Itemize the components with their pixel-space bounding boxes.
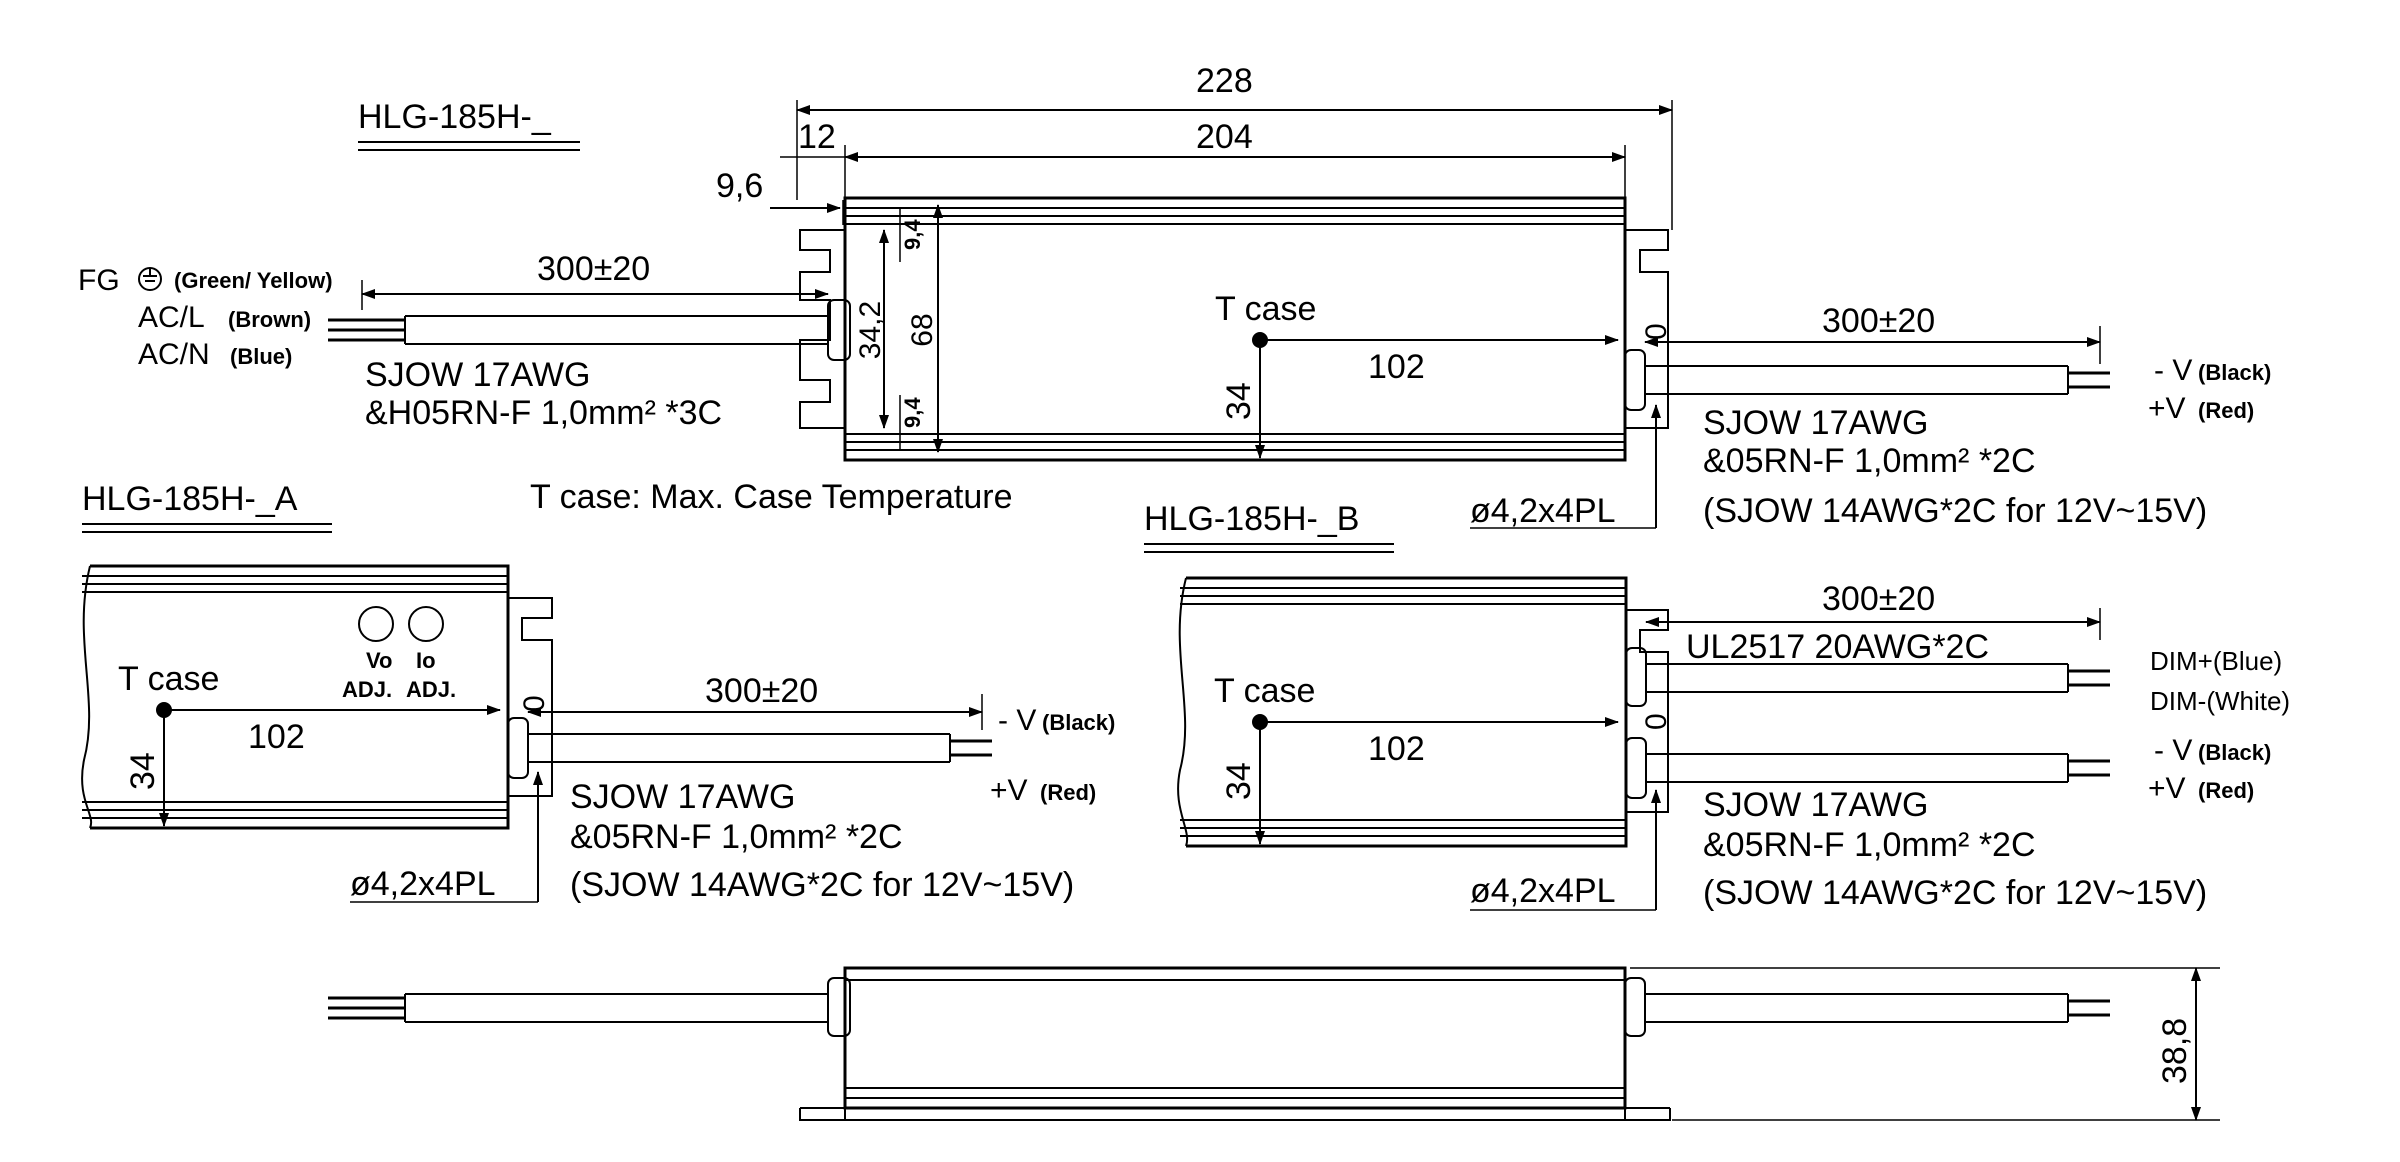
dim-overall-length: 228: [1196, 62, 1253, 100]
vo-label: Vo: [366, 648, 392, 673]
vpos-color-a: (Red): [1040, 780, 1096, 805]
dim-pos-label: DIM+(Blue): [2150, 646, 2282, 676]
fg-label: FG: [78, 264, 120, 297]
output-cable-spec-2-main: &05RN-F 1,0mm² *2C: [1703, 442, 2036, 480]
dim-output-cable-b: 300±20: [1822, 580, 1935, 618]
output-cable-spec-3-a: (SJOW 14AWG*2C for 12V~15V): [570, 866, 1074, 904]
tcase-label-b: T case: [1214, 672, 1315, 710]
acl-label: AC/L: [138, 301, 205, 334]
ground-icon: [138, 267, 162, 291]
acn-label: AC/N: [138, 338, 210, 371]
vneg-label-main: - V: [2154, 354, 2192, 387]
model-a-title: HLG-185H-_A: [82, 480, 298, 518]
mount-hole-a: ø4,2x4PL: [350, 865, 496, 903]
dim-neg-label: DIM-(White): [2150, 686, 2290, 716]
tcase-label-a: T case: [118, 660, 219, 698]
dim-output-cable-a: 300±20: [705, 672, 818, 710]
fg-color: (Green/ Yellow): [174, 268, 333, 293]
dim-tcase-x-main: 102: [1368, 348, 1425, 386]
output-cable-spec-3-b: (SJOW 14AWG*2C for 12V~15V): [1703, 874, 2207, 912]
side-view: 38,8: [328, 966, 2220, 1121]
vneg-color-b: (Black): [2198, 740, 2271, 765]
acn-color: (Blue): [230, 344, 292, 369]
acl-color: (Brown): [228, 307, 311, 332]
dim-tcase-y-a: 34: [124, 752, 162, 790]
mount-hole-b: ø4,2x4PL: [1470, 872, 1616, 910]
dim-tcase-x-b: 102: [1368, 730, 1425, 768]
main-top-view: HLG-185H-_ 228: [78, 62, 2271, 530]
model-a-view: HLG-185H-_A Vo Io ADJ. ADJ. T case 102 3…: [60, 480, 1115, 904]
dim-width-outer: 68: [906, 313, 939, 346]
dim-edge-bottom: 9,4: [900, 397, 925, 428]
tcase-label-main: T case: [1215, 290, 1316, 328]
vneg-color-main: (Black): [2198, 360, 2271, 385]
vneg-color-a: (Black): [1042, 710, 1115, 735]
vo-pot-icon: [358, 606, 394, 642]
dim-edge-top: 9,4: [900, 219, 925, 250]
dim-flange: 12: [798, 118, 836, 156]
dim-cable-spec: UL2517 20AWG*2C: [1686, 628, 1989, 666]
output-cable-spec-2-b: &05RN-F 1,0mm² *2C: [1703, 826, 2036, 864]
vneg-label-b: - V: [2154, 734, 2192, 767]
dim-offset: 9,6: [716, 167, 763, 205]
dim-mount-spacing: 34,2: [854, 301, 887, 359]
mount-hole-main: ø4,2x4PL: [1470, 492, 1616, 530]
dim-output-cable-main: 300±20: [1822, 302, 1935, 340]
output-cable-spec-3-main: (SJOW 14AWG*2C for 12V~15V): [1703, 492, 2207, 530]
main-body: [843, 196, 1627, 462]
dim-body-length: 204: [1196, 118, 1253, 156]
vneg-label-a: - V: [998, 704, 1036, 737]
input-cable-spec-2: &H05RN-F 1,0mm² *3C: [365, 394, 722, 432]
zero-mark-main: 0: [1640, 323, 1673, 340]
output-cable-spec-1-main: SJOW 17AWG: [1703, 404, 1928, 442]
io-pot-icon: [408, 606, 444, 642]
io-label: Io: [416, 648, 436, 673]
vpos-color-main: (Red): [2198, 398, 2254, 423]
io-adj-label: ADJ.: [406, 677, 456, 702]
vpos-label-a: +V: [990, 774, 1028, 807]
vpos-label-main: +V: [2148, 392, 2186, 425]
input-cable-spec-1: SJOW 17AWG: [365, 356, 590, 394]
dim-tcase-y-main: 34: [1220, 382, 1258, 420]
dim-input-cable: 300±20: [537, 250, 650, 288]
output-cable-spec-2-a: &05RN-F 1,0mm² *2C: [570, 818, 903, 856]
tcase-note: T case: Max. Case Temperature: [530, 478, 1013, 516]
vpos-label-b: +V: [2148, 772, 2186, 805]
model-b-title: HLG-185H-_B: [1144, 500, 1359, 538]
model-main-title: HLG-185H-_: [358, 98, 552, 136]
output-cable-spec-1-b: SJOW 17AWG: [1703, 786, 1928, 824]
dim-tcase-y-b: 34: [1220, 762, 1258, 800]
output-cable-spec-1-a: SJOW 17AWG: [570, 778, 795, 816]
dim-tcase-x-a: 102: [248, 718, 305, 756]
zero-mark-b: 0: [1640, 713, 1673, 730]
zero-mark-a: 0: [518, 695, 551, 712]
dim-height: 38,8: [2156, 1018, 2194, 1084]
vo-adj-label: ADJ.: [342, 677, 392, 702]
vpos-color-b: (Red): [2198, 778, 2254, 803]
model-b-view: HLG-185H-_B T case 102 34 0: [1144, 500, 2290, 912]
